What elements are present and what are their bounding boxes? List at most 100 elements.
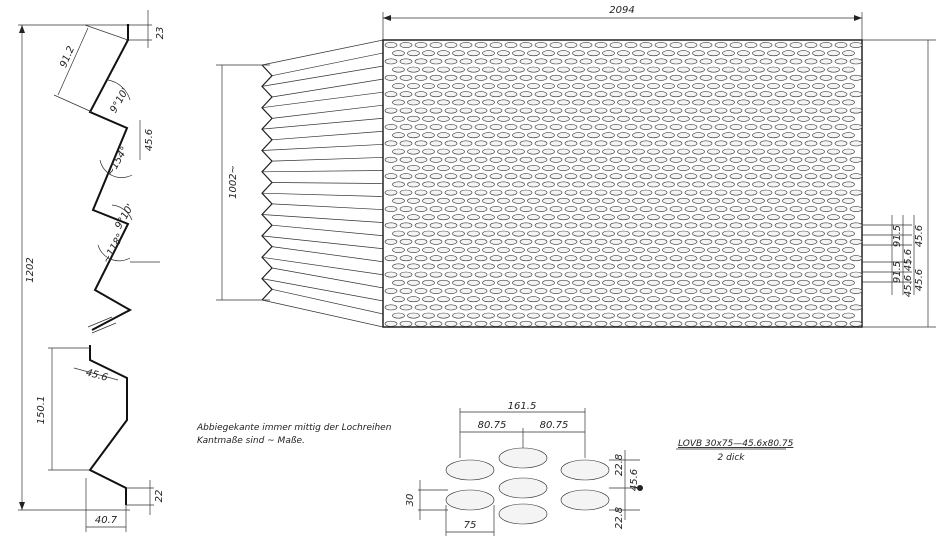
perforation-hole [452,181,465,188]
perforation-hole [677,197,690,204]
perforation-hole [527,99,540,106]
perforation-hole [467,132,480,139]
perforation-hole [444,91,458,98]
perforation-hole [392,296,405,303]
perforation-hole [632,165,645,171]
perforation-hole [504,173,518,180]
perforation-hole [714,156,728,163]
perforation-hole [587,66,600,73]
perforation-hole [482,247,495,253]
perforation-hole [677,132,690,139]
perforation-hole [834,288,848,294]
perforation-hole [759,58,773,65]
perforation-hole [527,197,540,204]
perforation-hole [602,83,615,89]
perforation-hole [789,320,803,327]
perforation-hole [827,66,840,73]
perforation-hole [602,50,615,57]
perforation-hole [797,296,810,303]
perforation-hole [812,99,825,106]
perforation-hole [572,296,585,303]
perforation-hole [437,247,450,253]
perforation-hole [384,173,398,180]
perforation-hole [677,99,690,106]
perforation-hole [827,50,840,57]
profile-bottom-flange: 22 [154,490,165,503]
perforation-hole [684,58,698,65]
perforation-hole [579,74,593,81]
perforation-hole [804,42,818,48]
perforation-hole [624,222,638,229]
perforation-hole [714,42,728,48]
perforation-hole [489,107,503,114]
perforation-hole [572,181,585,188]
perforation-hole [789,74,803,81]
perforation-hole [519,91,533,98]
perforation-hole [534,124,548,130]
perforation-hole [519,255,533,262]
perforation-hole [789,271,803,278]
perforation-hole [564,189,578,196]
perforation-hole [669,238,683,245]
perforation-hole [684,189,698,196]
perforation-hole [504,42,518,48]
perforation-hole [587,247,600,253]
perforation-hole [737,312,750,319]
perforation-hole [617,197,630,204]
perforation-hole [437,312,450,319]
perforation-hole [782,312,795,319]
perforation-hole [444,156,458,163]
perforation-hole [482,296,495,303]
perforation-hole [474,58,488,65]
perforation-hole [617,296,630,303]
perforation-hole [752,312,765,319]
perforation-hole [647,66,660,73]
perforation-hole [392,165,405,171]
perforation-hole [752,296,765,303]
perforation-hole [579,91,593,98]
perforation-hole [774,42,788,48]
perforation-hole [744,156,758,163]
perforation-hole [407,99,420,106]
perforation-hole [677,50,690,57]
perforation-hole [804,58,818,65]
perforation-hole [707,165,720,171]
perforation-hole [534,173,548,180]
perforation-hole [609,271,623,278]
perforation-hole [804,124,818,130]
perforation-hole [819,222,833,229]
perforation-hole [729,255,743,262]
perforation-hole [782,296,795,303]
perforation-hole [572,263,585,270]
perforation-hole [392,181,405,188]
perforation-hole [797,83,810,89]
perforation-hole [662,279,675,286]
perforation-hole [632,83,645,89]
perforation-hole [789,91,803,98]
perforation-hole [587,181,600,188]
perforation-hole [684,304,698,311]
perforation-hole [714,107,728,114]
perforation-hole [452,214,465,221]
perforation-hole [624,140,638,147]
detail-hole [560,489,610,511]
perforation-hole [527,148,540,155]
perforation-hole [729,320,743,327]
perforation-hole [759,288,773,294]
perforation-hole [827,230,840,237]
perforation-hole [497,83,510,89]
perforation-hole [782,247,795,253]
perforation-hole [384,124,398,130]
perforation-hole [752,247,765,253]
perforation-hole [497,115,510,122]
perforation-hole [677,312,690,319]
perforation-hole [594,173,608,180]
corrugation-line [261,144,384,151]
perforation-hole [774,206,788,212]
perforation-hole [849,173,863,180]
perforation-hole [474,304,488,311]
perforation-hole [737,165,750,171]
perforation-hole [422,132,435,139]
perforation-hole [617,66,630,73]
